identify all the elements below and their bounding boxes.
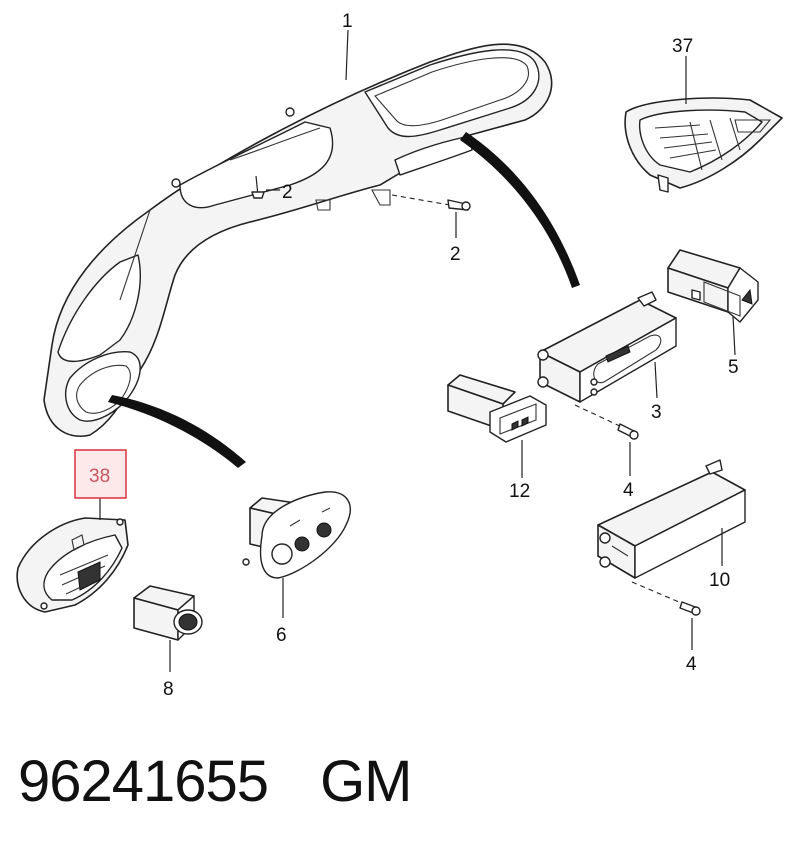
display-module[interactable]	[537, 291, 677, 403]
callout-10: 10	[709, 570, 730, 591]
screw-4b[interactable]	[631, 581, 701, 650]
light-switch-panel[interactable]	[242, 491, 351, 579]
rear-fog-switch[interactable]	[447, 374, 547, 443]
callout-37: 37	[672, 36, 693, 57]
callout-2a: 2	[282, 182, 293, 203]
callout-5: 5	[728, 357, 739, 378]
part-number: 96241655	[18, 749, 269, 814]
callout-6: 6	[276, 625, 287, 646]
footer: 96241655 GM	[18, 748, 413, 828]
rotary-knob-switch[interactable]	[133, 585, 203, 641]
callout-4a: 4	[623, 480, 634, 501]
callout-12: 12	[509, 481, 530, 502]
air-vent-left[interactable]	[16, 517, 129, 613]
callout-2b: 2	[450, 244, 461, 265]
callout-8: 8	[163, 679, 174, 700]
air-vent-right[interactable]	[624, 97, 783, 193]
instrument-panel-bezel[interactable]	[43, 43, 553, 437]
screw-2b[interactable]	[391, 194, 471, 238]
control-module[interactable]	[597, 459, 746, 579]
screw-2a[interactable]	[251, 175, 280, 199]
brand-label: GM	[320, 749, 412, 814]
exploded-view-arrow-right	[460, 132, 580, 288]
callout-38: 38	[89, 466, 110, 487]
callout-4b: 4	[686, 654, 697, 675]
exploded-view-arrow-left	[108, 395, 246, 468]
callout-3: 3	[651, 402, 662, 423]
screw-4a[interactable]	[574, 404, 639, 476]
hazard-switch[interactable]	[667, 249, 759, 323]
callout-1: 1	[342, 11, 353, 32]
callout-38-highlight[interactable]: 38	[74, 449, 127, 499]
